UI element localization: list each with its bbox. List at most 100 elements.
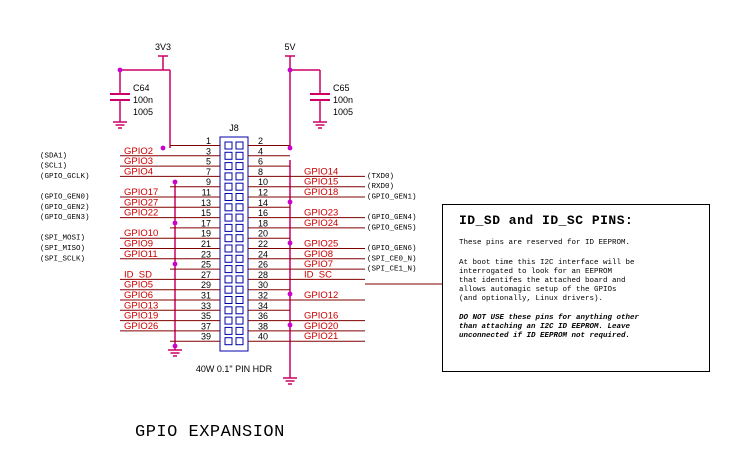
net-label-19: GPIO10 xyxy=(124,228,158,239)
pin-box-23 xyxy=(224,254,233,263)
pin-box-29 xyxy=(224,285,233,294)
net-label-21: GPIO9 xyxy=(124,239,153,250)
pin-function-24: (SPI_CE0_N) xyxy=(367,255,417,263)
pin-number-1: 1 xyxy=(206,136,211,146)
pin-function-26: (SPI_CE1_N) xyxy=(367,266,417,274)
net-label-29: GPIO5 xyxy=(124,280,153,291)
pin-number-39: 39 xyxy=(201,332,211,342)
id-pins-note: ID_SD and ID_SC PINS: These pins are res… xyxy=(442,204,710,372)
pin-box-3 xyxy=(224,151,233,160)
junction-dot-3 xyxy=(287,145,293,151)
net-label-35: GPIO19 xyxy=(124,311,158,322)
pin-function-11: (GPIO_GEN0) xyxy=(40,194,90,202)
page-title: GPIO EXPANSION xyxy=(135,423,285,442)
pin-number-22: 22 xyxy=(258,239,268,249)
pin-number-32: 32 xyxy=(258,291,268,301)
pin-number-16: 16 xyxy=(258,208,268,218)
pin-number-23: 23 xyxy=(201,249,211,259)
pin-box-8 xyxy=(235,172,244,181)
pin-box-13 xyxy=(224,203,233,212)
ground-symbols xyxy=(113,121,327,385)
junction-dot-1 xyxy=(287,67,293,73)
pin-number-24: 24 xyxy=(258,249,268,259)
cap-package-c65: 1005 xyxy=(333,107,353,117)
net-label-23: GPIO11 xyxy=(124,249,158,260)
pin-box-17 xyxy=(224,223,233,232)
cap-ref-c64: C64 xyxy=(133,83,150,93)
net-label-22: GPIO25 xyxy=(304,239,338,250)
net-label-18: GPIO24 xyxy=(304,218,338,229)
pin-box-21 xyxy=(224,244,233,253)
junction-dot-0 xyxy=(117,67,123,73)
pin-box-24 xyxy=(235,254,244,263)
pin-number-29: 29 xyxy=(201,280,211,290)
note-title: ID_SD and ID_SC PINS: xyxy=(459,213,634,228)
pin-function-19: (SPI_MOSI) xyxy=(40,235,85,243)
pin-number-26: 26 xyxy=(258,260,268,270)
pin-function-8: (TXD0) xyxy=(367,173,394,181)
junction-dot-9 xyxy=(287,240,293,246)
pin-number-37: 37 xyxy=(201,321,211,331)
net-label-5: GPIO3 xyxy=(124,156,153,167)
junction-dot-2 xyxy=(160,145,166,151)
pin-number-33: 33 xyxy=(201,301,211,311)
pin-number-15: 15 xyxy=(201,208,211,218)
pin-box-32 xyxy=(235,296,244,304)
pin-box-6 xyxy=(235,162,244,171)
pin-number-6: 6 xyxy=(258,157,263,167)
note-reserved-line: These pins are reserved for ID EEPROM. xyxy=(459,239,631,247)
pin-number-5: 5 xyxy=(206,157,211,167)
junction-dot-8 xyxy=(287,199,293,205)
pin-number-9: 9 xyxy=(206,177,211,187)
pin-number-8: 8 xyxy=(258,167,263,177)
pin-function-3: (SDA1) xyxy=(40,152,67,160)
pin-number-17: 17 xyxy=(201,218,211,228)
net-label-8: GPIO14 xyxy=(304,166,338,177)
pin-box-37 xyxy=(224,326,233,335)
net-label-28: ID_SC xyxy=(304,269,332,280)
pin-box-2 xyxy=(235,141,244,150)
net-label-40: GPIO21 xyxy=(304,331,338,342)
pin-box-22 xyxy=(235,244,244,253)
pin-function-21: (SPI_MISO) xyxy=(40,245,85,253)
pin-box-28 xyxy=(235,275,244,284)
pin-box-34 xyxy=(235,306,244,315)
pin-wires xyxy=(120,145,365,342)
pin-box-7 xyxy=(224,172,233,181)
net-label-10: GPIO15 xyxy=(304,177,338,188)
net-label-38: GPIO20 xyxy=(304,321,338,332)
pin-box-4 xyxy=(235,151,244,160)
pin-number-18: 18 xyxy=(258,218,268,228)
net-label-11: GPIO17 xyxy=(124,187,158,198)
pin-number-13: 13 xyxy=(201,198,211,208)
pin-function-5: (SCL1) xyxy=(40,163,67,171)
cap-ref-c65: C65 xyxy=(333,83,350,93)
pin-function-22: (GPIO_GEN6) xyxy=(367,245,417,253)
pin-box-31 xyxy=(224,296,233,304)
pin-box-40 xyxy=(235,337,244,346)
junction-dot-5 xyxy=(172,220,178,226)
pin-function-13: (GPIO_GEN2) xyxy=(40,204,90,212)
pin-number-30: 30 xyxy=(258,280,268,290)
pin-box-10 xyxy=(235,182,244,191)
pin-boxes xyxy=(224,141,244,346)
junction-dot-4 xyxy=(172,179,178,185)
pin-box-5 xyxy=(224,162,233,171)
pin-number-19: 19 xyxy=(201,229,211,239)
pin-number-14: 14 xyxy=(258,198,268,208)
junction-dot-10 xyxy=(287,291,293,297)
pin-function-23: (SPI_SCLK) xyxy=(40,255,85,263)
pin-box-1 xyxy=(224,141,233,150)
pin-number-27: 27 xyxy=(201,270,211,280)
pin-function-7: (GPIO_GCLK) xyxy=(40,173,90,181)
pin-number-11: 11 xyxy=(202,188,211,198)
net-label-33: GPIO13 xyxy=(124,300,158,311)
connector-label: 40W 0.1" PIN HDR xyxy=(196,364,273,374)
pin-box-27 xyxy=(224,275,233,284)
pin-number-7: 7 xyxy=(206,167,211,177)
pin-box-36 xyxy=(235,316,244,325)
junction-dot-11 xyxy=(287,322,293,328)
power-label-3v3: 3V3 xyxy=(155,42,171,52)
pin-number-31: 31 xyxy=(201,291,211,301)
pin-function-12: (GPIO_GEN1) xyxy=(367,194,417,202)
